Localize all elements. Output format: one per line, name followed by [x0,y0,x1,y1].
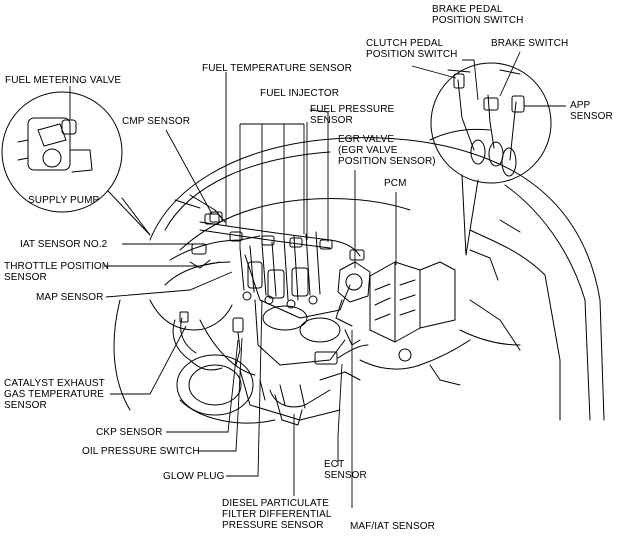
label-cmp-sensor: CMP SENSOR [122,116,191,127]
leader-ckp-sensor [166,339,239,433]
supply-pump-callout [1,91,151,236]
label-maf-iat-sensor: MAF/IAT SENSOR [350,521,435,532]
fuel-injectors [239,231,321,309]
label-ckp-sensor: CKP SENSOR [96,427,163,438]
label-dpf-differential-pressure-sensor: DIESEL PARTICULATE FILTER DIFFERENTIAL P… [222,498,332,531]
pedal-callout [430,62,552,256]
label-catalyst-exhaust-gas-temperature-sensor: CATALYST EXHAUST GAS TEMPERATURE SENSOR [4,378,105,411]
label-egr-valve: EGR VALVE (EGR VALVE POSITION SENSOR) [338,134,436,167]
label-map-sensor: MAP SENSOR [36,292,104,303]
egr-valve [335,261,371,327]
label-oil-pressure-switch: OIL PRESSURE SWITCH [82,446,200,457]
label-pcm: PCM [384,178,407,189]
leader-throttle-position-sensor [104,261,221,267]
label-throttle-position-sensor: THROTTLE POSITION SENSOR [4,261,110,283]
right-body-details [429,219,521,386]
label-supply-pump: SUPPLY PUMP [28,195,100,206]
intake-manifold [149,235,276,424]
label-clutch-pedal-position-switch: CLUTCH PEDAL POSITION SWITCH [366,38,458,60]
label-brake-switch: BRAKE SWITCH [491,38,569,49]
label-iat-sensor-no2: IAT SENSOR NO.2 [20,239,108,250]
leader-glow-plug [226,299,263,477]
leader-fuel-injector [239,123,305,248]
leader-clutch-pedal-position-switch [411,65,457,79]
leader-catalyst-exhaust-gas-temperature-sensor [110,325,187,395]
leader-brake-switch [499,51,521,97]
cmp-sensor-area [174,194,226,223]
label-glow-plug: GLOW PLUG [163,471,225,482]
label-ect-sensor: ECT SENSOR [324,459,367,481]
label-fuel-temperature-sensor: FUEL TEMPERATURE SENSOR [202,63,352,74]
label-fuel-injector: FUEL INJECTOR [260,88,340,99]
leader-oil-pressure-switch [198,337,243,452]
pcm-unit [369,261,456,343]
leader-fuel-pressure-sensor [309,109,329,242]
hoses-and-pipes [269,299,521,426]
fuel-rail [199,213,365,261]
left-sensors [172,243,244,371]
engine-block [239,254,351,421]
leader-lines [69,51,566,508]
vehicle-body-outline [113,128,605,421]
leader-brake-pedal-position-switch [462,59,479,101]
label-brake-pedal-position-switch: BRAKE PEDAL POSITION SWITCH [432,4,524,26]
leader-map-sensor [105,271,233,298]
leader-cmp-sensor [165,129,213,215]
leader-ect-sensor [337,363,343,466]
label-fuel-metering-valve: FUEL METERING VALVE [5,75,122,86]
label-fuel-pressure-sensor: FUEL PRESSURE SENSOR [310,104,395,126]
label-app-sensor: APP SENSOR [570,100,613,122]
